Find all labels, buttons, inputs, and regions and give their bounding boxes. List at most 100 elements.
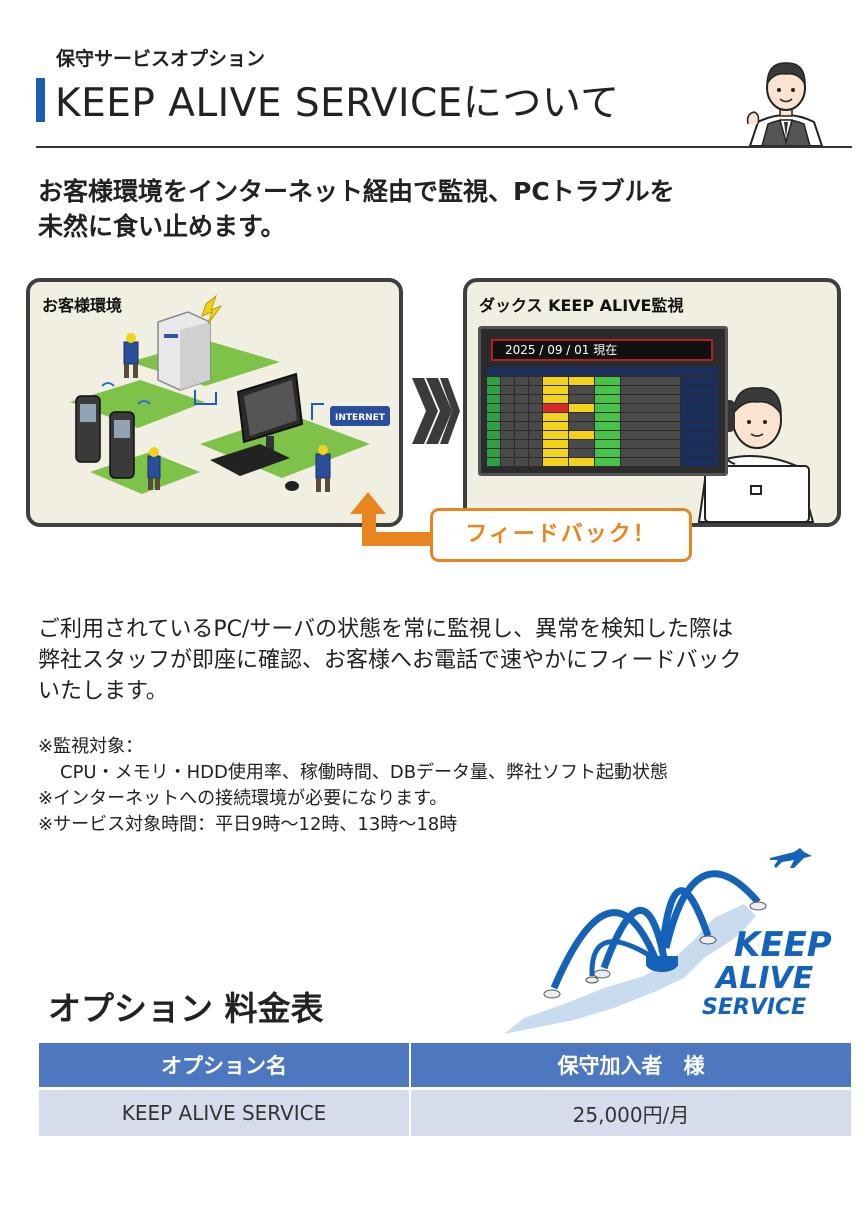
monitor-grid-cell bbox=[595, 413, 620, 421]
monitor-grid-cell bbox=[487, 440, 500, 448]
customer-environment-title: お客様環境 bbox=[42, 296, 123, 315]
monitor-grid-cell bbox=[681, 386, 718, 394]
monitor-grid-cell bbox=[681, 431, 718, 439]
monitor-grid-cell bbox=[569, 422, 594, 430]
monitor-grid-cell bbox=[515, 377, 528, 385]
header-divider bbox=[36, 146, 852, 148]
monitor-grid-cell bbox=[529, 449, 542, 457]
description-line-3: いたします。 bbox=[38, 679, 168, 704]
feedback-label: フィードバック！ bbox=[430, 508, 692, 562]
column-option-name: オプション名 bbox=[39, 1043, 409, 1087]
monitor-grid-cell bbox=[543, 413, 568, 421]
monitor-grid-cell bbox=[595, 386, 620, 394]
monitor-grid-cell bbox=[569, 458, 594, 466]
monitor-grid-cell bbox=[487, 386, 500, 394]
logo-line-service: SERVICE bbox=[702, 995, 806, 1020]
title-accent-bar bbox=[36, 78, 45, 122]
monitor-grid-cell bbox=[621, 377, 680, 385]
customer-environment-panel: お客様環境 INTERNET bbox=[26, 278, 403, 527]
monitor-grid-cell bbox=[515, 449, 528, 457]
monitor-grid-cell bbox=[621, 395, 680, 403]
monitor-grid-cell bbox=[543, 458, 568, 466]
monitor-grid-cell bbox=[501, 449, 514, 457]
monitor-date-bar: 2025 / 09 / 01 現在 bbox=[491, 339, 713, 361]
option-price-cell: 25,000円/月 bbox=[411, 1087, 851, 1136]
description-line-2: 弊社スタッフが即座に確認、お客様へお電話で速やかにフィードバック bbox=[38, 648, 742, 673]
monitor-grid-cell bbox=[487, 377, 500, 385]
monitor-grid-cell bbox=[621, 449, 680, 457]
monitor-grid-cell bbox=[621, 404, 680, 412]
table-row: KEEP ALIVE SERVICE 25,000円/月 bbox=[39, 1087, 851, 1136]
monitor-grid-cell bbox=[487, 458, 500, 466]
monitor-grid-cell bbox=[529, 458, 542, 466]
monitor-grid-cell bbox=[501, 422, 514, 430]
monitoring-screen: 2025 / 09 / 01 現在 bbox=[478, 326, 728, 476]
monitor-grid-cell bbox=[529, 422, 542, 430]
monitor-grid-cell bbox=[621, 413, 680, 421]
monitor-grid-cell bbox=[529, 431, 542, 439]
section-subtitle: 保守サービスオプション bbox=[56, 48, 266, 70]
pricing-table: オプション名 保守加入者 様 KEEP ALIVE SERVICE 25,000… bbox=[37, 1043, 853, 1136]
monitor-grid-cell bbox=[681, 413, 718, 421]
monitor-grid-cell bbox=[621, 422, 680, 430]
feedback-arrow-icon bbox=[350, 492, 434, 546]
monitor-grid-cell bbox=[487, 404, 500, 412]
monitor-grid-cell bbox=[569, 431, 594, 439]
monitor-grid-cell bbox=[569, 413, 594, 421]
monitor-grid-cell bbox=[543, 395, 568, 403]
monitor-grid-cell bbox=[681, 377, 718, 385]
monitor-grid-cell bbox=[569, 395, 594, 403]
monitor-grid-cell bbox=[501, 386, 514, 394]
monitor-grid-cell bbox=[501, 440, 514, 448]
monitor-grid-cell bbox=[529, 386, 542, 394]
logo-line-alive: ALIVE bbox=[714, 961, 814, 996]
monitor-grid-cell bbox=[569, 449, 594, 457]
page-title: KEEP ALIVE SERVICEについて bbox=[55, 81, 620, 126]
monitor-grid-cell bbox=[595, 422, 620, 430]
monitor-grid-cell bbox=[515, 413, 528, 421]
monitor-grid-cell bbox=[487, 422, 500, 430]
lead-line-1: お客様環境をインターネット経由で監視、PCトラブルを bbox=[38, 177, 675, 206]
monitor-grid-cell bbox=[681, 395, 718, 403]
monitor-grid-cell bbox=[681, 404, 718, 412]
monitor-grid-cell bbox=[529, 377, 542, 385]
flow-arrow-icon bbox=[412, 378, 460, 444]
monitor-grid-cell bbox=[501, 431, 514, 439]
monitor-grid-cell bbox=[595, 458, 620, 466]
monitor-grid-cell bbox=[501, 404, 514, 412]
monitoring-target-label: ※監視対象： bbox=[38, 736, 144, 757]
monitoring-target-items: CPU・メモリ・HDD使用率、稼働時間、DBデータ量、弊社ソフト起動状態 bbox=[60, 762, 669, 783]
monitor-grid-cell bbox=[543, 431, 568, 439]
monitor-grid-cell bbox=[569, 440, 594, 448]
monitor-grid-cell bbox=[543, 377, 568, 385]
monitor-grid-cell bbox=[543, 386, 568, 394]
monitor-grid-cell bbox=[595, 395, 620, 403]
monitor-grid-cell bbox=[681, 422, 718, 430]
monitor-grid-cell bbox=[529, 413, 542, 421]
lead-line-2: 未然に食い止めます。 bbox=[38, 212, 286, 241]
monitor-grid-cell bbox=[515, 404, 528, 412]
monitor-grid-cell bbox=[487, 431, 500, 439]
service-hours-note: ※サービス対象時間：平日9時～12時、13時～18時 bbox=[38, 814, 458, 835]
customer-environment-illustration: INTERNET bbox=[70, 294, 390, 494]
monitor-grid-cell bbox=[621, 458, 680, 466]
monitor-grid-cell bbox=[515, 458, 528, 466]
monitor-grid-cell bbox=[621, 440, 680, 448]
monitor-grid-cell bbox=[621, 386, 680, 394]
monitor-grid-cell bbox=[487, 395, 500, 403]
option-name-cell: KEEP ALIVE SERVICE bbox=[39, 1087, 409, 1136]
monitor-grid-cell bbox=[621, 431, 680, 439]
monitor-grid-cell bbox=[543, 404, 568, 412]
support-staff-illustration bbox=[746, 62, 824, 146]
monitor-grid-cell bbox=[595, 440, 620, 448]
monitor-grid-cell bbox=[501, 377, 514, 385]
monitor-grid-cell bbox=[515, 440, 528, 448]
monitor-grid-cell bbox=[501, 395, 514, 403]
monitor-grid-cell bbox=[515, 422, 528, 430]
monitor-grid-cell bbox=[515, 395, 528, 403]
monitor-grid-cell bbox=[681, 458, 718, 466]
monitor-grid-cell bbox=[595, 377, 620, 385]
monitor-grid-cell bbox=[595, 449, 620, 457]
monitor-grid-cell bbox=[595, 404, 620, 412]
network-requirement-note: ※インターネットへの接続環境が必要になります。 bbox=[38, 788, 448, 809]
